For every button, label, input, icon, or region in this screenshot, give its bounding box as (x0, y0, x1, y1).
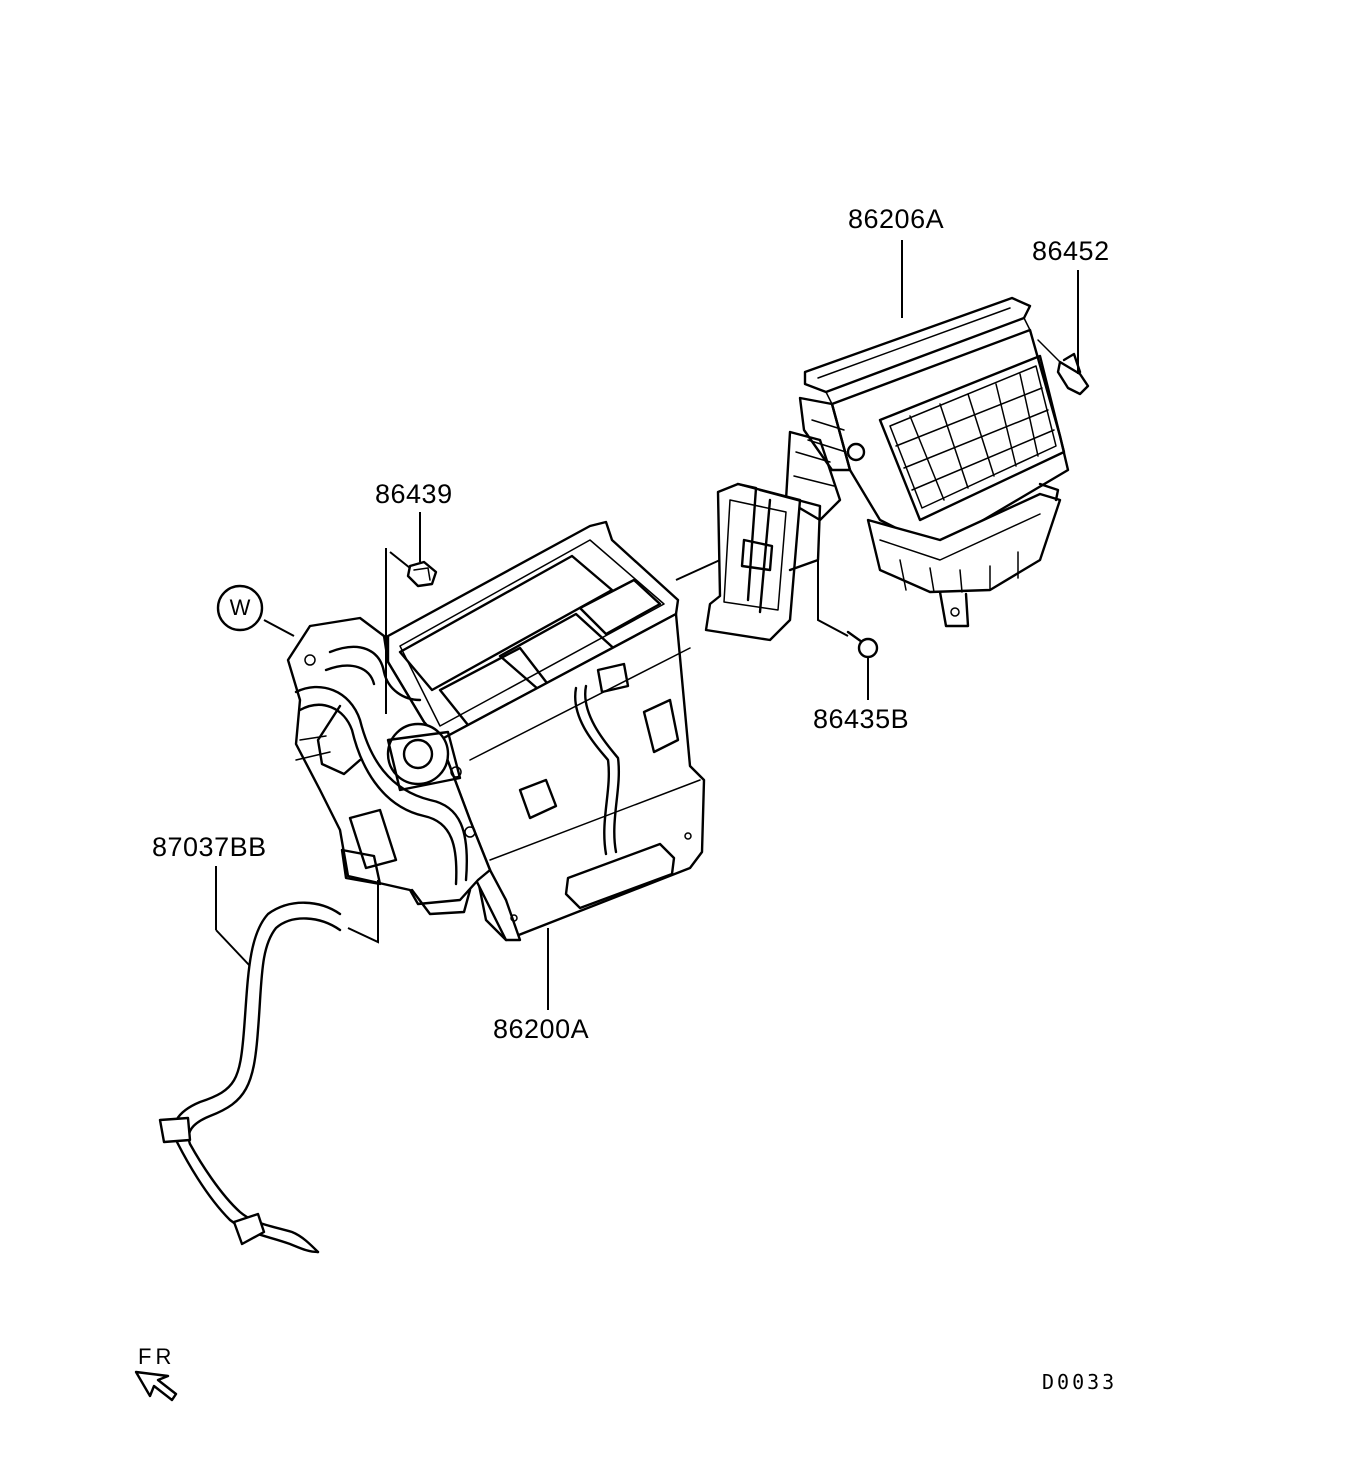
callout-w-circle (216, 584, 264, 632)
part-label-86200a[interactable]: 86200A (493, 1014, 590, 1044)
assembly-guide-line (675, 559, 721, 581)
callout-w-label[interactable]: W (229, 595, 251, 620)
part-label-86439[interactable]: 86439 (375, 479, 453, 509)
diagram-code: D0033 (1042, 1370, 1118, 1394)
heater-unit-drawing (286, 520, 706, 942)
part-label-86435b[interactable]: 86435B (813, 704, 910, 734)
blower-unit-drawing (784, 296, 1070, 628)
drain-hose-drawing (158, 880, 379, 1254)
front-arrow-icon (134, 1370, 178, 1402)
leader-lines (215, 240, 1079, 1010)
part-label-86452[interactable]: 86452 (1032, 236, 1110, 266)
duct-adapter-drawing (704, 482, 822, 642)
part-label-87037bb[interactable]: 87037BB (152, 832, 267, 862)
part-label-86206a[interactable]: 86206A (848, 204, 945, 234)
front-indicator-label: FR (138, 1344, 176, 1369)
screw-drawing (817, 560, 879, 659)
